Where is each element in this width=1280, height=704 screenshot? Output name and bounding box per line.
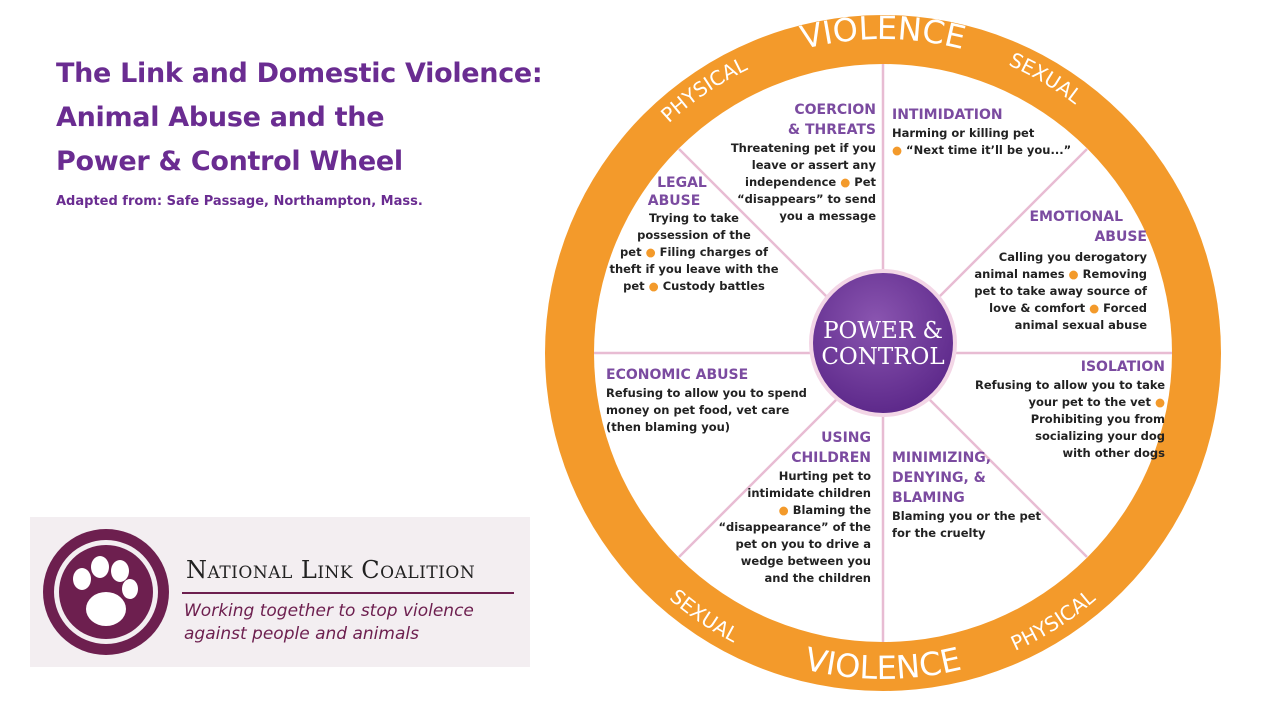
section-text-line: pet on you to drive a xyxy=(735,537,871,551)
bullet-icon: ● xyxy=(840,175,851,189)
logo-name: National Link Coalition xyxy=(186,556,476,584)
section-text-line: money on pet food, vet care xyxy=(606,403,790,417)
section-text-line: Hurting pet to xyxy=(778,469,871,483)
section-text-line: socializing your dog xyxy=(1035,429,1165,443)
section-heading: DENYING, & xyxy=(892,470,986,486)
bullet-icon: ● xyxy=(1068,267,1079,281)
section-text-line: ● Blaming the xyxy=(778,503,871,517)
section-text-line: Calling you derogatory xyxy=(998,250,1147,264)
section-text-line: Refusing to allow you to take xyxy=(974,378,1165,392)
section-heading: MINIMIZING, xyxy=(892,450,992,466)
section-text-line: pet ● Custody battles xyxy=(623,279,765,293)
section-isolation: ISOLATION Refusing to allow you to take y… xyxy=(975,357,1165,462)
section-heading: ISOLATION xyxy=(1080,359,1165,375)
bullet-icon: ● xyxy=(892,143,903,157)
page-title: The Link and Domestic Violence: Animal A… xyxy=(56,52,543,184)
section-text-line: Threatening pet if you xyxy=(730,141,876,155)
bullet-icon: ● xyxy=(648,279,659,293)
section-heading: ECONOMIC ABUSE xyxy=(606,367,749,383)
section-text-line: for the cruelty xyxy=(892,526,986,540)
section-text-line: Trying to take xyxy=(649,211,739,225)
bullet-icon: ● xyxy=(1154,395,1165,409)
section-heading: ABUSE xyxy=(647,193,701,209)
section-text-line: you a message xyxy=(779,209,876,223)
section-coercion: COERCION & THREATS Threatening pet if yo… xyxy=(731,100,876,225)
section-text-line: pet to take away source of xyxy=(974,284,1147,298)
section-heading: EMOTIONAL xyxy=(1029,209,1123,225)
source-note: Adapted from: Safe Passage, Northampton,… xyxy=(56,194,423,209)
section-text-line: Prohibiting you from xyxy=(1030,412,1165,426)
section-text-line: Blaming you or the pet xyxy=(892,509,1041,523)
bullet-icon: ● xyxy=(1089,301,1100,315)
paw-logo-icon xyxy=(43,529,169,655)
section-text-line: ● “Next time it’ll be you...” xyxy=(892,143,1072,157)
title-line: The Link and Domestic Violence: xyxy=(56,58,543,89)
section-text-line: animal names ● Removing xyxy=(974,267,1147,281)
bullet-icon: ● xyxy=(778,503,789,517)
section-text-line: “disappears” to send xyxy=(737,192,876,206)
section-heading: ABUSE xyxy=(1094,229,1147,245)
section-text-line: Refusing to allow you to spend xyxy=(606,386,807,400)
logo-divider xyxy=(182,592,514,594)
section-heading: INTIMIDATION xyxy=(892,107,1003,123)
section-heading: USING xyxy=(821,430,871,446)
section-minimizing: MINIMIZING, DENYING, & BLAMING Blaming y… xyxy=(892,448,1041,542)
section-heading: CHILDREN xyxy=(791,450,871,466)
section-legal-abuse: LEGAL ABUSE Trying to take possession of … xyxy=(604,174,784,295)
section-text-line: independence ● Pet xyxy=(745,175,876,189)
center-label: POWER & xyxy=(823,318,943,344)
section-text-line: pet ● Filing charges of xyxy=(620,245,768,259)
section-text-line: intimidate children xyxy=(747,486,871,500)
section-text-line: your pet to the vet ● xyxy=(1028,395,1165,409)
bullet-icon: ● xyxy=(645,245,656,259)
section-text-line: “disappearance” of the xyxy=(718,520,871,534)
section-heading: BLAMING xyxy=(892,490,965,506)
tagline-line: Working together to stop violence xyxy=(184,601,474,621)
section-text-line: leave or assert any xyxy=(751,158,876,172)
section-text-line: and the children xyxy=(764,571,871,585)
logo-tagline: Working together to stop violence agains… xyxy=(184,600,474,646)
section-intimidation: INTIMIDATION Harming or killing pet ● “Ne… xyxy=(892,105,1071,159)
center-circle xyxy=(813,273,953,413)
tagline-line: against people and animals xyxy=(184,624,419,644)
section-heading: LEGAL xyxy=(657,175,707,191)
section-heading: & THREATS xyxy=(787,122,876,138)
section-text-line: (then blaming you) xyxy=(606,420,731,434)
title-line: Animal Abuse and the xyxy=(56,102,385,133)
section-text-line: with other dogs xyxy=(1062,446,1165,460)
title-line: Power & Control Wheel xyxy=(56,146,403,177)
section-economic-abuse: ECONOMIC ABUSE Refusing to allow you to … xyxy=(606,365,807,436)
section-text-line: possession of the xyxy=(637,228,751,242)
section-text-line: Harming or killing pet xyxy=(892,126,1035,140)
section-using-children: USING CHILDREN Hurting pet to intimidate … xyxy=(718,428,871,587)
section-text-line: animal sexual abuse xyxy=(1014,318,1147,332)
section-text-line: love & comfort ● Forced xyxy=(989,301,1147,315)
center-label: CONTROL xyxy=(821,344,944,370)
section-emotional-abuse: EMOTIONAL ABUSE Calling you derogatory an… xyxy=(974,207,1147,334)
section-heading: COERCION xyxy=(794,102,876,118)
section-text-line: theft if you leave with the xyxy=(609,262,779,276)
section-text-line: wedge between you xyxy=(740,554,871,568)
